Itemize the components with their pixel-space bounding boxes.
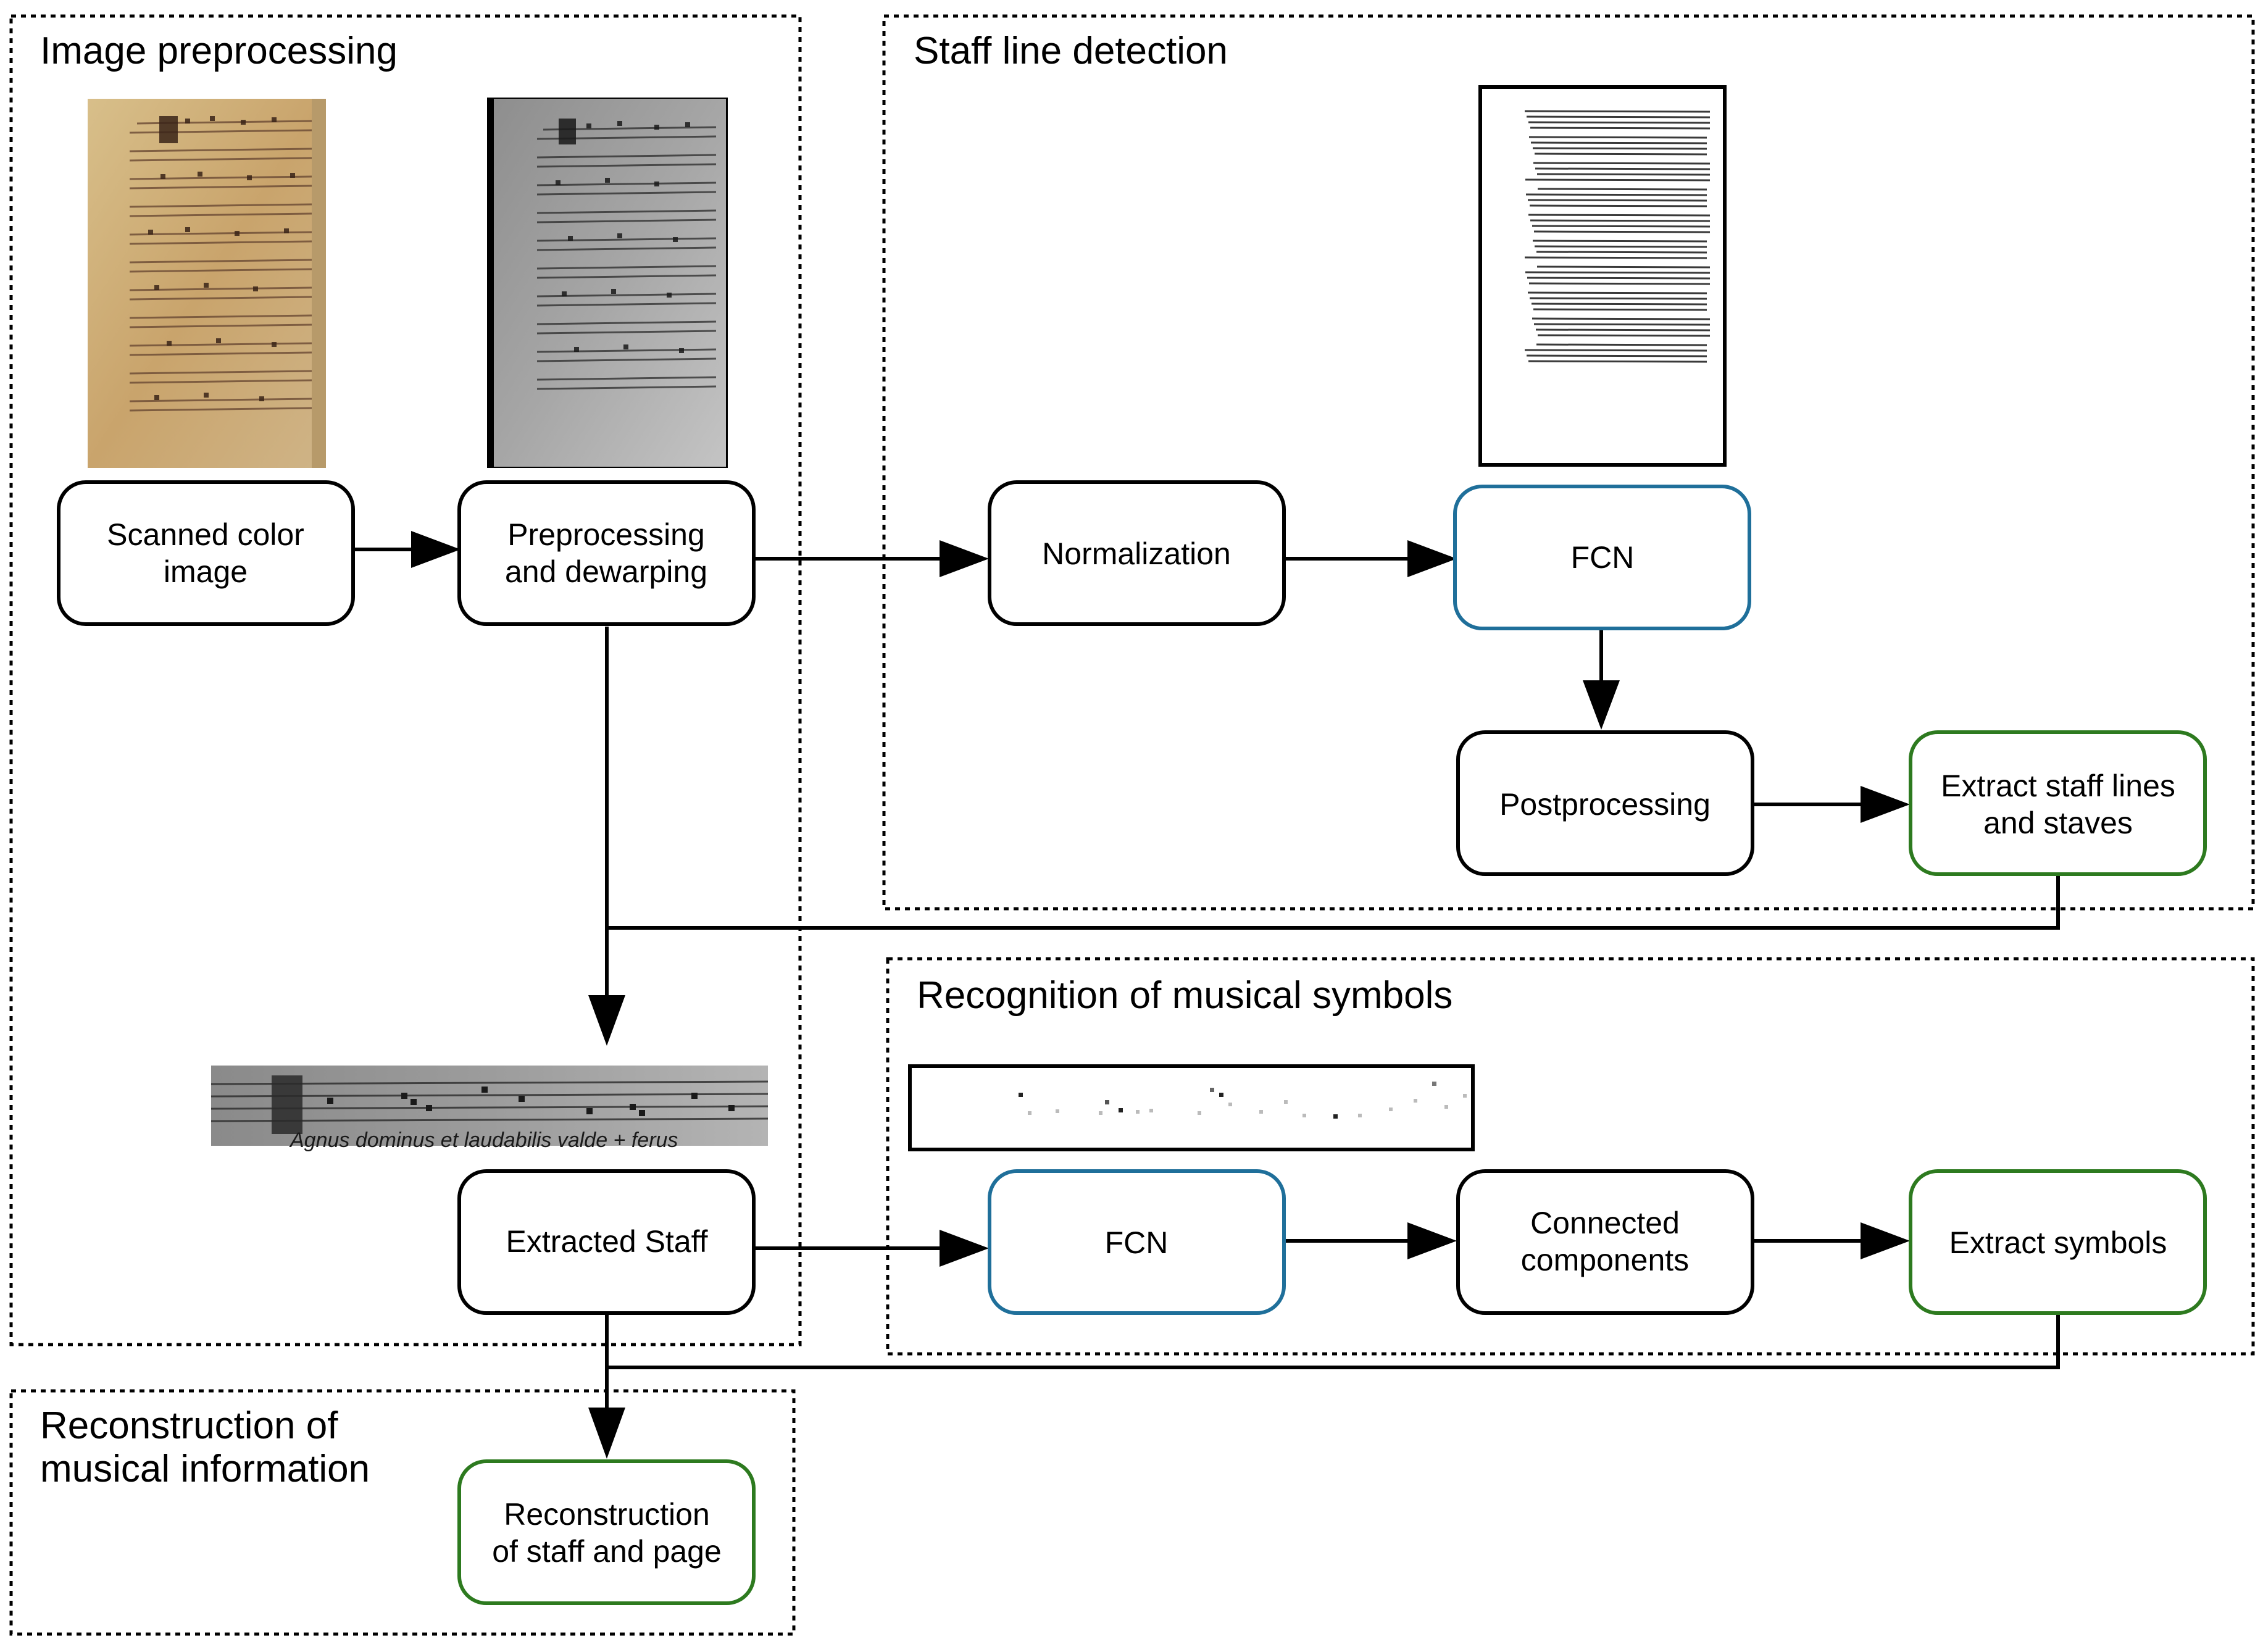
- node-extract-staff-border: [1909, 730, 2207, 876]
- arrowhead-normalization-to-fcn: [1407, 540, 1457, 577]
- node-extracted-staff-label: Extracted Staff: [506, 1224, 707, 1259]
- scanned-page-image: [88, 99, 326, 468]
- node-connected-label-line2: components: [1521, 1243, 1689, 1277]
- node-fcn-staff[interactable]: FCN: [1453, 485, 1751, 630]
- node-postprocessing[interactable]: Postprocessing: [1456, 730, 1754, 876]
- extracted-staff-strip-image: Agnus dominus et laudabilis valde + feru…: [210, 1066, 769, 1152]
- node-connected-label-line1: Connected: [1530, 1206, 1680, 1240]
- arrowhead-extracted-staff-to-fcn: [940, 1230, 989, 1267]
- group-image-preprocessing-title: Image preprocessing: [40, 30, 398, 72]
- preprocessed-page-image: [487, 98, 728, 468]
- node-normalization-label: Normalization: [1042, 536, 1231, 571]
- arrowhead-scanned-to-preprocessing: [411, 531, 461, 568]
- staff-lines-output-image: [1478, 85, 1727, 467]
- symbol-output-strip-image: [908, 1064, 1475, 1151]
- node-postprocessing-border: [1456, 730, 1754, 876]
- node-preprocessing-label-line2: and dewarping: [505, 554, 707, 589]
- arrowhead-preprocessing-to-extracted-staff: [588, 995, 625, 1046]
- node-scanned-color-image[interactable]: Scanned color image: [57, 480, 355, 626]
- node-fcn-symbols-label: FCN: [1105, 1225, 1169, 1260]
- manuscript-strip-text: Agnus dominus et laudabilis valde + feru…: [289, 1128, 678, 1152]
- node-extract-staff-lines[interactable]: Extract staff lines and staves: [1909, 730, 2207, 876]
- arrowhead-extracted-staff-to-reconstruction: [588, 1408, 625, 1459]
- group-reconstruction-title-line1: Reconstruction of: [40, 1404, 338, 1447]
- edges: [353, 531, 2060, 1459]
- node-reconstruction-label-line2: of staff and page: [492, 1534, 722, 1569]
- node-fcn-staff-label: FCN: [1571, 540, 1635, 575]
- arrowhead-fcn-to-postprocessing: [1583, 680, 1620, 730]
- node-reconstruction-border: [457, 1459, 756, 1605]
- group-staff-line-detection-border: [882, 14, 2255, 911]
- group-recognition: Recognition of musical symbols: [886, 957, 2255, 1356]
- group-staff-line-detection: Staff line detection: [882, 14, 2255, 911]
- node-scanned-label-line2: image: [164, 554, 248, 589]
- group-reconstruction-border: [9, 1389, 796, 1636]
- node-reconstruction[interactable]: Reconstruction of staff and page: [457, 1459, 756, 1605]
- node-normalization-border: [988, 480, 1286, 626]
- node-connected-border: [1456, 1169, 1754, 1315]
- node-extracted-staff[interactable]: Extracted Staff: [457, 1169, 756, 1315]
- edge-extract-staff-to-trunk: [607, 874, 2060, 930]
- node-extract-staff-label-line1: Extract staff lines: [1941, 769, 2175, 803]
- node-extracted-staff-border: [457, 1169, 756, 1315]
- node-preprocessing-border: [457, 480, 756, 626]
- node-fcn-symbols-border: [988, 1169, 1286, 1315]
- node-postprocessing-label: Postprocessing: [1499, 787, 1711, 822]
- group-staff-line-detection-title: Staff line detection: [914, 30, 1228, 72]
- arrowhead-connected-to-extract-symbols: [1861, 1222, 1910, 1259]
- group-recognition-title: Recognition of musical symbols: [917, 974, 1452, 1017]
- node-reconstruction-label-line1: Reconstruction: [504, 1497, 710, 1532]
- node-extract-symbols-label: Extract symbols: [1949, 1225, 2167, 1260]
- node-fcn-staff-border: [1453, 485, 1751, 630]
- group-image-preprocessing: Image preprocessing: [9, 14, 802, 1346]
- group-reconstruction: Reconstruction of musical information: [9, 1389, 796, 1636]
- node-scanned-label-line1: Scanned color: [107, 517, 304, 552]
- group-image-preprocessing-border: [9, 14, 802, 1346]
- arrowhead-preprocessing-to-normalization: [940, 540, 989, 577]
- node-preprocessing-dewarping[interactable]: Preprocessing and dewarping: [457, 480, 756, 626]
- edge-extract-symbols-to-trunk: [607, 1313, 2060, 1369]
- node-preprocessing-label-line1: Preprocessing: [507, 517, 705, 552]
- node-connected-components[interactable]: Connected components: [1456, 1169, 1754, 1315]
- group-reconstruction-title-line2: musical information: [40, 1448, 370, 1490]
- node-scanned-border: [57, 480, 355, 626]
- node-extract-symbols-border: [1909, 1169, 2207, 1315]
- arrowhead-postprocessing-to-extract-staff: [1861, 786, 1910, 823]
- node-fcn-symbols[interactable]: FCN: [988, 1169, 1286, 1315]
- node-normalization[interactable]: Normalization: [988, 480, 1286, 626]
- group-recognition-border: [886, 957, 2255, 1356]
- node-extract-staff-label-line2: and staves: [1983, 806, 2133, 840]
- node-extract-symbols[interactable]: Extract symbols: [1909, 1169, 2207, 1315]
- arrowhead-fcn-to-connected: [1407, 1222, 1457, 1259]
